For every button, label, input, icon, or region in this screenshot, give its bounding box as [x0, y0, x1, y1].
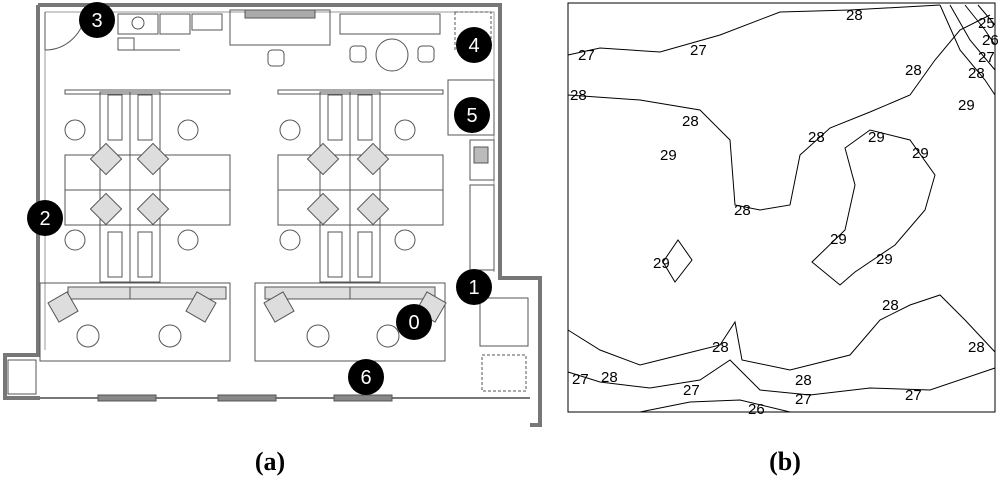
marker-5-label: 5 [466, 105, 477, 127]
contour-map-panel: 28 27 27 28 28 28 29 28 29 29 28 29 29 2… [545, 0, 1000, 481]
marker-6-label: 6 [360, 367, 371, 389]
marker-6: 6 [348, 359, 384, 395]
contour-label: 28 [846, 7, 863, 24]
contour-label: 28 [570, 87, 587, 104]
window [333, 394, 393, 402]
marker-1-label: 1 [468, 277, 479, 299]
contour-label: 29 [876, 251, 893, 268]
contour-label: 29 [958, 97, 975, 114]
contour-label: 28 [808, 129, 825, 146]
contour-label: 28 [734, 202, 751, 219]
caption-a: (a) [254, 447, 286, 476]
window [97, 394, 157, 402]
contour-label: 29 [912, 145, 929, 162]
contour-label: 27 [578, 47, 595, 64]
contour-map: 28 27 27 28 28 28 29 28 29 29 28 29 29 2… [567, 2, 999, 418]
outer-wall-left [3, 5, 40, 400]
marker-2-label: 2 [39, 208, 50, 230]
contour-label: 28 [968, 65, 985, 82]
window [217, 394, 277, 402]
workstation-cluster-right [277, 89, 444, 283]
marker-3: 3 [79, 2, 115, 38]
contour-label: 29 [660, 147, 677, 164]
round-table [375, 38, 409, 72]
contour-label: 28 [712, 339, 729, 356]
lower-room-right [254, 282, 446, 362]
marker-2: 2 [27, 200, 63, 236]
contour-label: 29 [653, 255, 670, 272]
caption-b: (b) [769, 447, 801, 476]
contour-label: 28 [795, 372, 812, 389]
workstation-cluster-left [64, 89, 231, 283]
contour-label: 28 [882, 297, 899, 314]
contour-label: 27 [572, 371, 589, 388]
sink [117, 13, 159, 35]
floor-plan: 0 1 2 3 4 5 6 [3, 2, 542, 427]
contour-label: 28 [601, 369, 618, 386]
marker-4-label: 4 [468, 35, 479, 57]
marker-3-label: 3 [91, 10, 102, 32]
contour-label: 25 [978, 15, 995, 32]
outer-wall-right [38, 3, 542, 427]
contour-label: 27 [905, 387, 922, 404]
contour-label: 29 [830, 231, 847, 248]
marker-1: 1 [456, 269, 492, 305]
lower-room-left [39, 282, 231, 362]
marker-5: 5 [454, 97, 490, 133]
contour-label: 27 [978, 49, 995, 66]
contour-label: 28 [968, 339, 985, 356]
side-room [479, 297, 529, 347]
floor-plan-panel: 0 1 2 3 4 5 6 (a) [3, 2, 542, 476]
contour-label: 29 [868, 129, 885, 146]
contour-label: 28 [682, 113, 699, 130]
contour-label: 27 [795, 391, 812, 408]
contour-lines [567, 4, 996, 413]
contour-label: 27 [683, 382, 700, 399]
contour-label: 26 [748, 401, 765, 418]
contour-label: 28 [905, 62, 922, 79]
bench [339, 13, 441, 35]
marker-4: 4 [456, 27, 492, 63]
contour-label: 27 [690, 42, 707, 59]
cabinet [447, 79, 495, 136]
marker-0: 0 [396, 304, 432, 340]
door-arc [44, 11, 86, 51]
marker-0-label: 0 [408, 312, 419, 334]
contour-label: 26 [982, 32, 999, 49]
contour-labels: 28 27 27 28 28 28 29 28 29 29 28 29 29 2… [570, 7, 999, 418]
contour-frame [567, 2, 996, 413]
